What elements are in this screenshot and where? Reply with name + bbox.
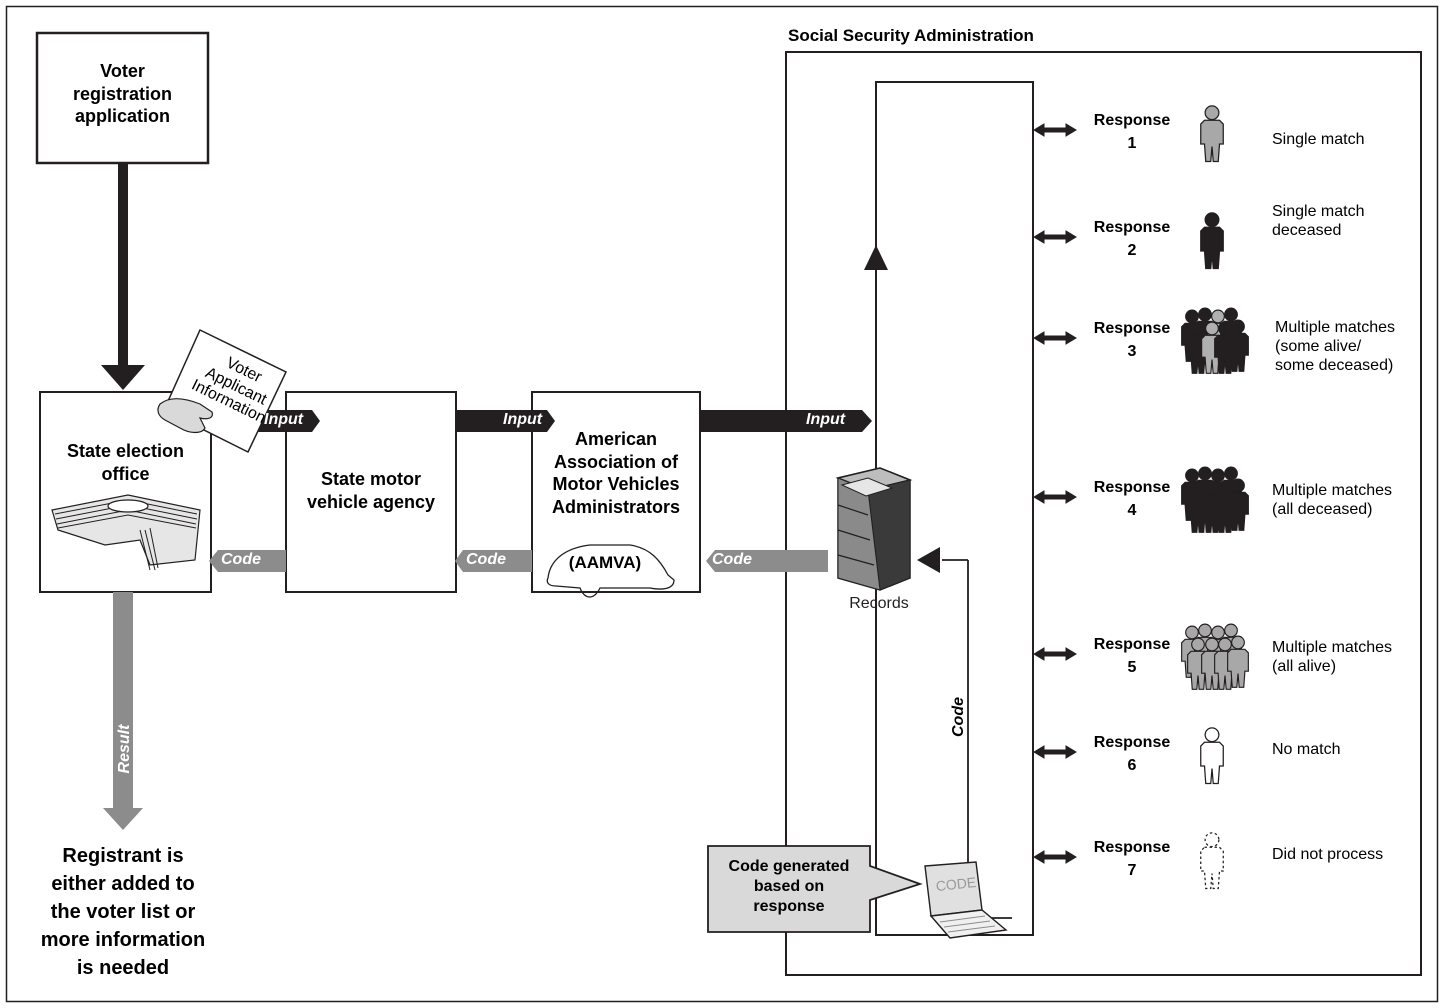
registrant-text: Registrant is either added to the voter … [40, 845, 206, 979]
code-arrow-3 [706, 550, 828, 572]
ssa-title: Social Security Administration [788, 26, 1034, 45]
double-arrow-2 [1033, 230, 1077, 244]
records-label: Records [849, 595, 909, 612]
response-label-4: Response 4 [1082, 476, 1182, 522]
response-title: Response [1093, 479, 1171, 496]
double-arrow-5 [1033, 647, 1077, 661]
response-description-7: Did not process [1272, 846, 1384, 863]
response-number: 3 [1127, 343, 1137, 361]
response-title: Response [1093, 320, 1171, 337]
response-title: Response [1093, 636, 1171, 653]
aamva-box [531, 391, 701, 593]
double-arrow-6 [1033, 745, 1077, 759]
up-arrow-head [864, 245, 888, 270]
double-arrow-3 [1033, 331, 1077, 345]
code-label-2: Code [466, 551, 506, 568]
input-arrow-3 [700, 410, 872, 432]
code-label-3: Code [712, 551, 752, 568]
response-title: Response [1093, 734, 1171, 751]
code-label-1: Code [221, 551, 261, 568]
aamva-abbr: (AAMVA) [568, 553, 642, 572]
response-arrows [1033, 123, 1077, 864]
response-label-3: Response 3 [1082, 317, 1182, 363]
arrow-down-to-election-office [101, 163, 145, 390]
result-arrow [103, 592, 143, 830]
voter-application-box [35, 31, 210, 165]
records-cabinet-icon [835, 467, 913, 591]
aamva-title: American Association of Motor Vehicles A… [551, 429, 681, 517]
code-line-arrowhead [917, 547, 940, 573]
response-label-2: Response 2 [1082, 216, 1182, 262]
response-label-5: Response 5 [1082, 633, 1182, 679]
response-description-6: No match [1272, 741, 1341, 758]
response-description-4: Multiple matches(all deceased) [1272, 482, 1393, 519]
response-label-1: Response 1 [1082, 109, 1182, 155]
response-title: Response [1093, 219, 1171, 236]
response-description-3: Multiple matches(some alive/some decease… [1275, 319, 1396, 375]
car-icon [546, 544, 675, 598]
response-label-6: Response 6 [1082, 731, 1182, 777]
mva-box [285, 391, 457, 593]
result-label: Result [116, 724, 133, 774]
response-number: 4 [1127, 502, 1137, 520]
election-office-title: State election office [66, 441, 185, 484]
laptop-icon [924, 861, 1008, 939]
response-description-1: Single match [1272, 131, 1365, 148]
input-label-3: Input [806, 411, 846, 428]
response-number: 2 [1127, 242, 1137, 260]
response-number: 5 [1127, 659, 1137, 677]
voter-application-title: Voter registration application [72, 61, 173, 126]
input-label-1: Input [264, 411, 304, 428]
input-arrow-2 [456, 410, 555, 432]
building-icon [51, 494, 201, 571]
response-number: 1 [1127, 135, 1137, 153]
response-title: Response [1093, 839, 1171, 856]
code-vertical-label: Code [950, 697, 967, 737]
code-arrow-1 [209, 550, 286, 572]
response-description-5: Multiple matches(all alive) [1272, 639, 1393, 676]
hand-icon [157, 398, 213, 434]
code-callout-box [707, 845, 923, 933]
mva-title: State motor vehicle agency [306, 469, 436, 512]
code-arrow-2 [455, 550, 532, 572]
outer-frame [5, 5, 1439, 1003]
code-generated-text: Code generated based on response [728, 858, 850, 915]
input-label-2: Input [503, 411, 543, 428]
response-label-7: Response 7 [1082, 836, 1182, 882]
double-arrow-1 [1033, 123, 1077, 137]
double-arrow-4 [1033, 490, 1077, 504]
response-title: Response [1093, 112, 1171, 129]
response-number: 6 [1127, 757, 1137, 775]
double-arrow-7 [1033, 850, 1077, 864]
response-number: 7 [1127, 862, 1137, 880]
